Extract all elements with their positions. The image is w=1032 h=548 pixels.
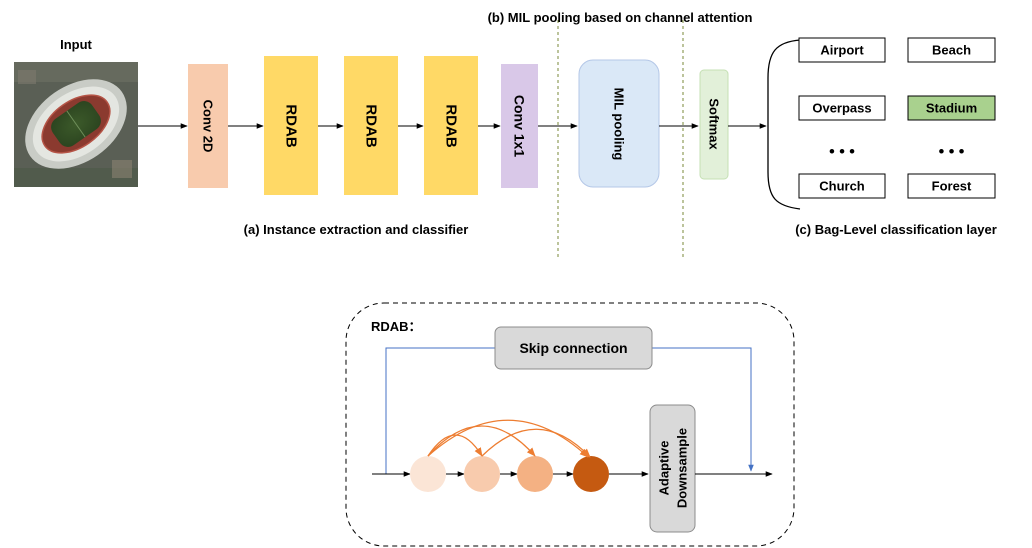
dense-node-2 xyxy=(464,456,500,492)
class-box-church xyxy=(798,173,886,199)
class-box-airport xyxy=(798,37,886,63)
dense-arc-1-3 xyxy=(427,425,536,457)
class-label-airport: Airport xyxy=(820,43,864,58)
rdab-label-2: RDAB xyxy=(363,104,380,147)
rdab-detail-frame xyxy=(345,302,795,547)
class-label-forest: Forest xyxy=(932,179,972,194)
dense-arc-1-2 xyxy=(427,434,483,457)
class-label-stadium: Stadium xyxy=(926,101,977,116)
softmax-label: Softmax xyxy=(707,98,722,150)
conv1x1-label: Conv 1x1 xyxy=(512,95,528,157)
stage-c-label: (c) Bag-Level classification layer xyxy=(795,222,997,237)
ellipsis-right: • • • xyxy=(939,144,965,161)
skip-connection-box xyxy=(494,326,653,370)
class-box-overpass xyxy=(798,95,886,121)
class-label-church: Church xyxy=(819,179,865,194)
stage-b-label: (b) MIL pooling based on channel attenti… xyxy=(488,10,753,25)
adaptive-downsample-box xyxy=(649,404,696,533)
rdab-block-3 xyxy=(424,56,478,195)
class-brace xyxy=(767,39,801,210)
ellipsis-left: • • • xyxy=(829,144,855,161)
rdab-detail-title: RDAB： xyxy=(371,319,422,334)
dense-arc-2-4 xyxy=(481,428,591,458)
dense-node-4 xyxy=(573,456,609,492)
stage-a-label: (a) Instance extraction and classifier xyxy=(244,222,469,237)
dense-node-1 xyxy=(410,456,446,492)
conv1x1-block xyxy=(501,64,538,188)
class-label-overpass: Overpass xyxy=(812,101,871,116)
conv2d-label: Conv 2D xyxy=(201,100,216,153)
mil-pooling-label: MIL pooling xyxy=(612,88,627,161)
rdab-label-3: RDAB xyxy=(443,104,460,147)
stadium-aerial-image xyxy=(14,62,138,187)
rdab-label-1: RDAB xyxy=(283,104,300,147)
rdab-block-2 xyxy=(344,56,398,195)
adaptive-downsample-label-2: Downsample xyxy=(675,428,690,508)
skip-line-right xyxy=(652,347,754,472)
input-label: Input xyxy=(60,37,92,52)
mil-pooling-block xyxy=(578,59,660,188)
class-box-forest xyxy=(907,173,996,199)
class-box-beach xyxy=(907,37,996,63)
rdab-block-1 xyxy=(264,56,318,195)
class-box-stadium xyxy=(907,95,996,121)
class-label-beach: Beach xyxy=(932,43,971,58)
softmax-block xyxy=(699,69,729,180)
conv2d-block xyxy=(188,64,228,188)
adaptive-downsample-label-1: Adaptive xyxy=(657,441,672,496)
skip-line-left xyxy=(385,347,495,474)
dense-arc-1-4 xyxy=(427,419,589,458)
dense-node-3 xyxy=(517,456,553,492)
skip-connection-label: Skip connection xyxy=(519,340,627,356)
